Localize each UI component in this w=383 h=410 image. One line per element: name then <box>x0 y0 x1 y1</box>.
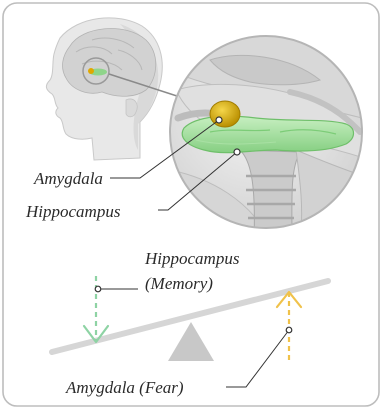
hippocampus-leader-dot <box>234 149 240 155</box>
seesaw-hippocampus-leader-dot <box>95 286 101 292</box>
amygdala-label: Amygdala <box>33 169 103 188</box>
seesaw-hippocampus-label: Hippocampus <box>144 249 240 268</box>
amygdala-leader-dot <box>216 117 222 123</box>
seesaw-amygdala-label: Amygdala (Fear) <box>65 378 184 397</box>
hippocampus-label: Hippocampus <box>25 202 121 221</box>
head-mini-amygdala <box>88 68 94 74</box>
seesaw-amygdala-leader-dot <box>286 327 292 333</box>
seesaw-memory-label: (Memory) <box>145 274 213 293</box>
hippocampus-structure <box>182 116 353 153</box>
